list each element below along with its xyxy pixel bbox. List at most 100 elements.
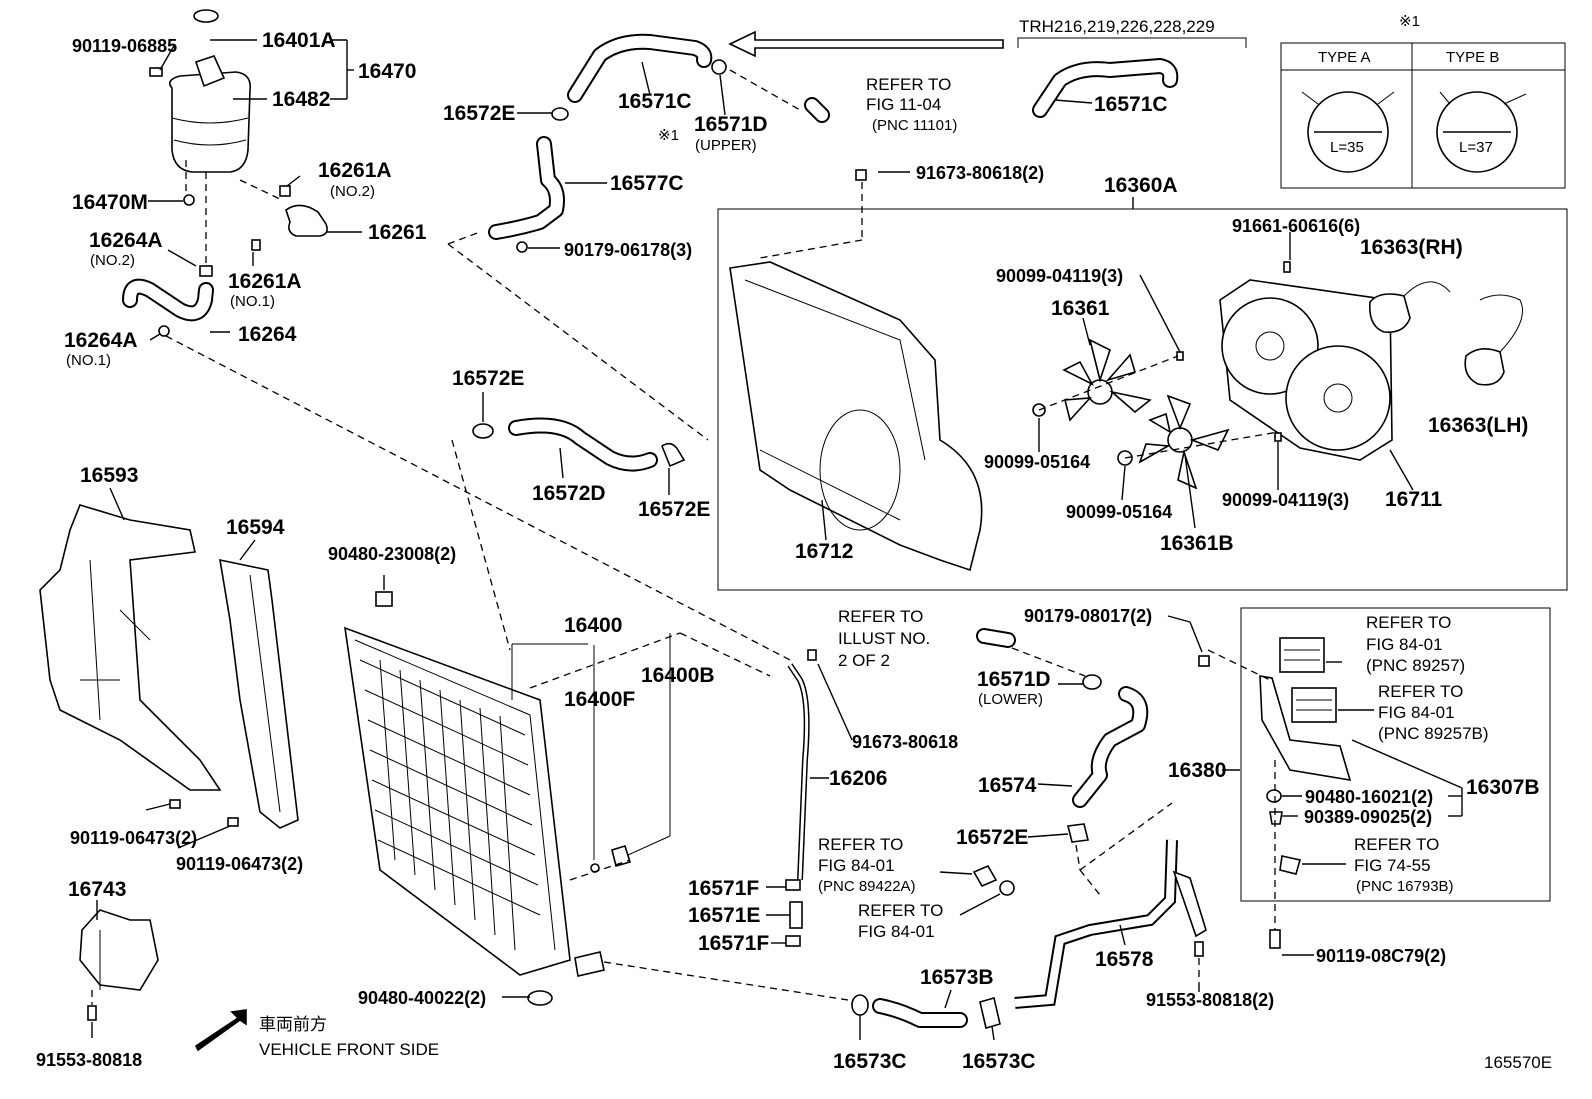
label-16261A-no2: (NO.2) (330, 183, 375, 200)
refer-illust-line2: ILLUST NO. (838, 629, 930, 648)
clamp-type-box (1280, 42, 1566, 189)
refer-to-labels: REFER TO FIG 11-04 (PNC 11101) REFER TO … (818, 75, 1489, 941)
label-16743: 16743 (68, 878, 126, 901)
bolt-91673-80618-2 (759, 169, 910, 259)
label-type-a: TYPE A (1318, 49, 1371, 66)
label-90119-06473-b: 90119-06473(2) (176, 854, 303, 874)
label-16572E-right: 16572E (638, 498, 710, 521)
reservoir-tank-assembly (122, 9, 328, 337)
label-90099-05164-right: 90099-05164 (1066, 502, 1172, 522)
lower-hose-group (851, 615, 1210, 1041)
label-90099-05164-left: 90099-05164 (984, 452, 1090, 472)
label-16264A-no1: (NO.1) (66, 352, 111, 369)
refer-fig-84-01-a-line3: (PNC 89422A) (818, 878, 916, 895)
label-16261A-no1: (NO.1) (230, 293, 275, 310)
upper-hose-group (488, 30, 1247, 253)
label-upper: (UPPER) (695, 137, 757, 154)
refer-fig-84-01-a-line2: FIG 84-01 (818, 856, 895, 875)
label-90119-08C79: 90119-08C79(2) (1316, 946, 1446, 966)
label-16572D: 16572D (532, 482, 606, 505)
label-16206: 16206 (829, 767, 887, 790)
label-16264: 16264 (238, 323, 297, 346)
label-16571C-left: 16571C (618, 90, 692, 113)
refer-fig-11-04-line2: FIG 11-04 (866, 95, 941, 114)
label-l37: L=37 (1459, 139, 1493, 156)
label-90099-04119-top: 90099-04119(3) (996, 266, 1123, 286)
label-16361: 16361 (1051, 297, 1110, 320)
label-16571D-lower-num: 16571D (977, 668, 1051, 691)
label-16261: 16261 (368, 221, 427, 244)
relay-bracket-box (1207, 607, 1551, 956)
label-90119-06885: 90119-06885 (72, 36, 177, 56)
refer-fig-74-55-line2: FIG 74-55 (1354, 856, 1431, 875)
label-diagram-id: 165570E (1484, 1053, 1552, 1072)
label-90480-23008: 90480-23008(2) (328, 544, 456, 564)
label-91673-80618-2: 91673-80618(2) (916, 163, 1044, 183)
label-16571F-bottom: 16571F (698, 932, 769, 955)
label-16307B: 16307B (1466, 776, 1540, 799)
label-16363-rh: 16363(RH) (1360, 236, 1463, 259)
fan-shroud-box (717, 197, 1568, 591)
refer-fig-84-01-d-line2: FIG 84-01 (1378, 703, 1455, 722)
label-16573C-right: 16573C (962, 1050, 1036, 1073)
label-16264A-no2-num: 16264A (89, 229, 163, 252)
label-16577C: 16577C (610, 172, 684, 195)
label-16470M: 16470M (72, 191, 148, 214)
radiator-16400 (344, 575, 849, 1006)
label-l35: L=35 (1330, 139, 1364, 156)
label-90179-06178: 90179-06178(3) (564, 240, 692, 260)
fan-16361 (1062, 338, 1152, 422)
label-16572E-top: 16572E (443, 102, 515, 125)
label-16711: 16711 (1385, 488, 1443, 511)
refer-fig-11-04-line1: REFER TO (866, 75, 951, 94)
part-number-labels: 16401A 90119-06885 16470 16482 16261A (N… (36, 13, 1552, 1073)
refer-illust-line3: 2 OF 2 (838, 651, 890, 670)
refer-fig-84-01-d-line3: (PNC 89257B) (1378, 724, 1489, 743)
label-90480-16021: 90480-16021(2) (1305, 787, 1433, 807)
label-mark1-top: ※1 (1399, 13, 1420, 30)
label-16571E: 16571E (688, 904, 760, 927)
refer-fig-84-01-b-line1: REFER TO (858, 901, 943, 920)
label-91553-80818-right: 91553-80818(2) (1146, 990, 1274, 1010)
label-16482: 16482 (272, 88, 330, 111)
label-16572E-lower: 16572E (956, 826, 1028, 849)
label-16261A-no2-num: 16261A (318, 159, 392, 182)
label-91673-80618: 91673-80618 (852, 732, 958, 752)
label-16571D-upper-num: 16571D (694, 113, 768, 136)
label-16264A-no1-num: 16264A (64, 329, 138, 352)
label-16401A: 16401A (262, 29, 336, 52)
shields-16593-16594 (39, 487, 299, 849)
label-16360A: 16360A (1104, 174, 1178, 197)
label-16573C-left: 16573C (833, 1050, 907, 1073)
label-16470: 16470 (358, 60, 416, 83)
label-mark1: ※1 (658, 127, 679, 144)
label-vehicle-front-jp: 車両前方 (259, 1015, 327, 1034)
label-90179-08017: 90179-08017(2) (1024, 606, 1152, 626)
label-91661-60616: 91661-60616(6) (1232, 216, 1360, 236)
label-16264A-no2: (NO.2) (90, 252, 135, 269)
refer-fig-84-01-c-line2: FIG 84-01 (1366, 635, 1443, 654)
label-16571C-right: 16571C (1094, 93, 1168, 116)
label-16400B: 16400B (641, 664, 715, 687)
label-16573B: 16573B (920, 966, 994, 989)
label-vehicle-front-en: VEHICLE FRONT SIDE (259, 1040, 439, 1059)
label-type-b: TYPE B (1446, 49, 1499, 66)
label-trh-models: TRH216,219,226,228,229 (1019, 17, 1215, 36)
label-16380: 16380 (1168, 759, 1226, 782)
label-16361B: 16361B (1160, 532, 1234, 555)
label-lower: (LOWER) (978, 691, 1043, 708)
label-90389-09025: 90389-09025(2) (1304, 807, 1432, 827)
label-16572E-mid: 16572E (452, 367, 524, 390)
label-90099-04119-bottom: 90099-04119(3) (1222, 490, 1349, 510)
label-16261A-no1-num: 16261A (228, 270, 302, 293)
refer-fig-84-01-b-line2: FIG 84-01 (858, 922, 935, 941)
label-16594: 16594 (226, 516, 285, 539)
leader-lines-upper-hose (447, 61, 1093, 441)
bracket-16743 (79, 900, 247, 1052)
label-16363-lh: 16363(LH) (1428, 414, 1528, 437)
refer-fig-74-55-line1: REFER TO (1354, 835, 1439, 854)
refer-illust-line1: REFER TO (838, 607, 923, 626)
label-16574: 16574 (978, 774, 1037, 797)
label-16571F-top: 16571F (688, 877, 759, 900)
radiator-core-fins (359, 659, 541, 951)
